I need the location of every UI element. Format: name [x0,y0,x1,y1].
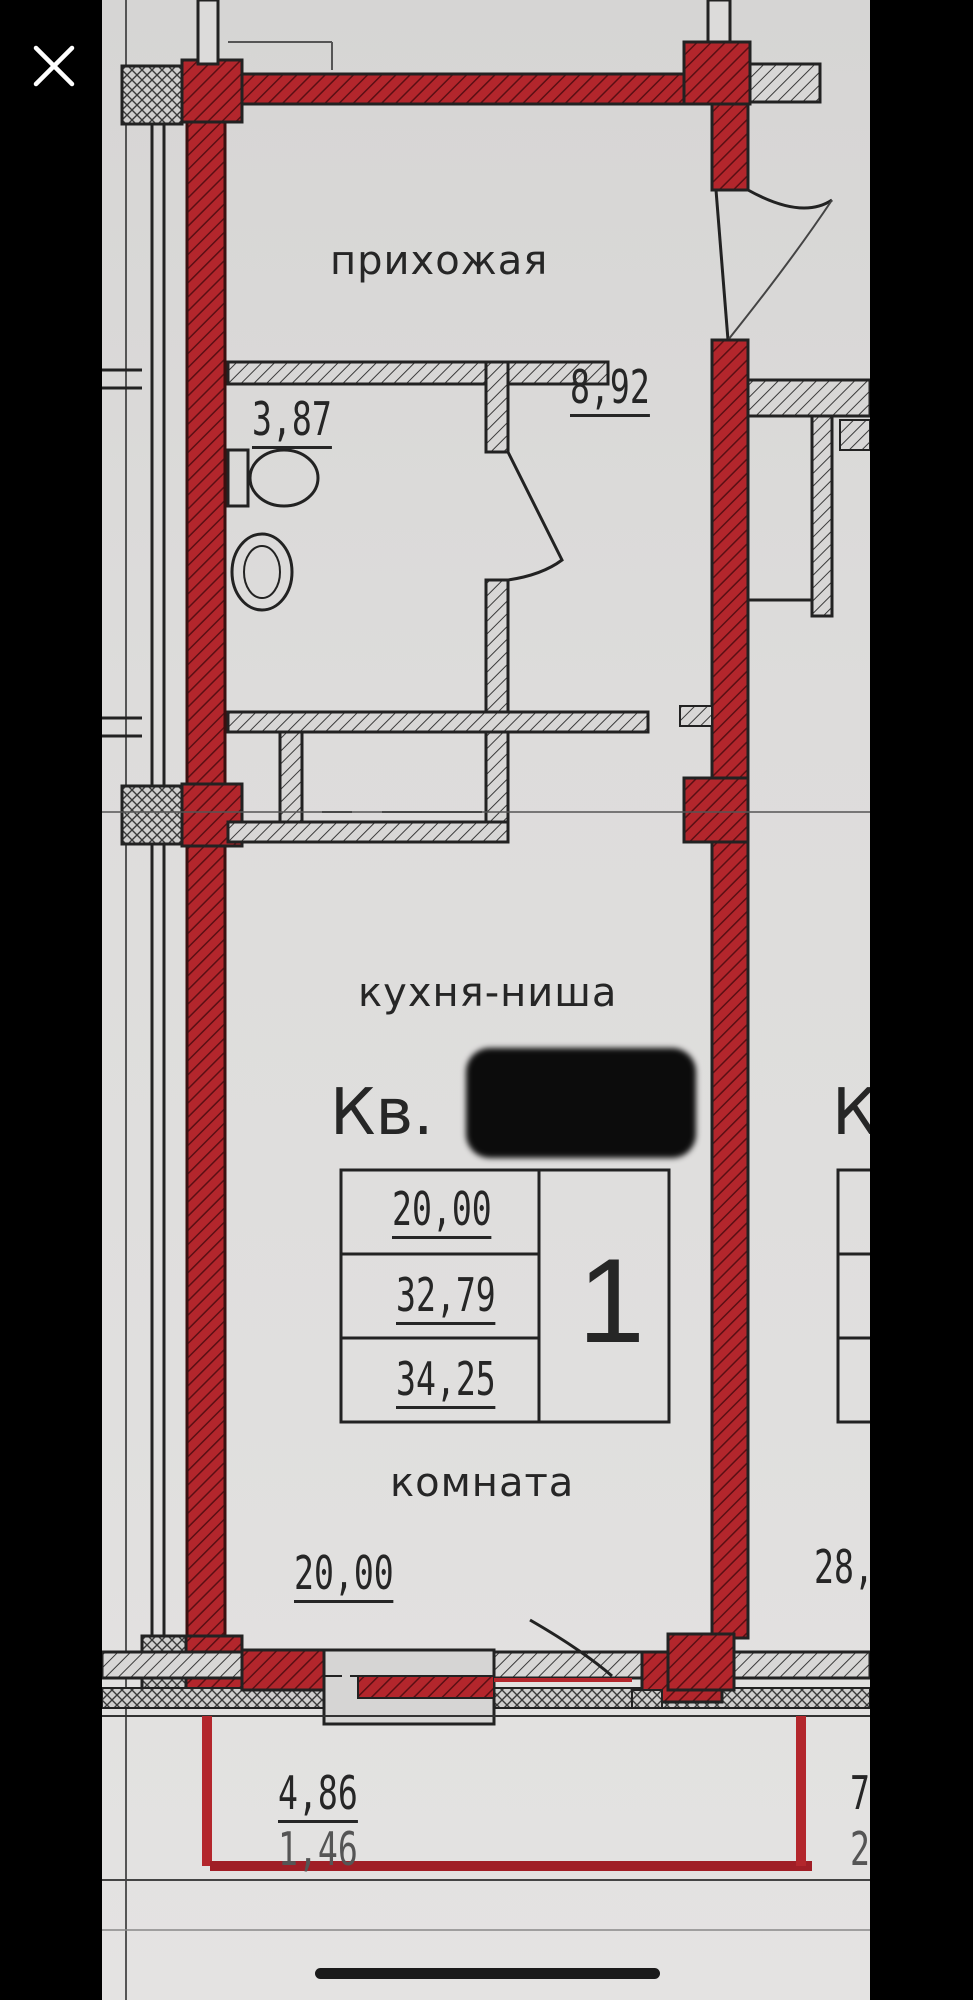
neighbor-room-area: 28, [814,1540,870,1594]
room-count: 1 [578,1234,645,1368]
neighbor-balcony-area: 7 [850,1766,870,1820]
hallway-area: 8,92 [570,360,650,417]
table-value-1: 20,00 [392,1182,492,1239]
room-label: комната [390,1460,575,1506]
bathroom-area: 3,87 [252,392,332,449]
redaction-mark [466,1048,696,1158]
hallway-label: прихожая [330,238,549,284]
room-area: 20,00 [294,1546,394,1603]
balcony-area-reduced: 1,46 [278,1822,358,1876]
balcony-area: 4,86 [278,1766,358,1823]
close-button[interactable] [22,34,86,98]
neighbor-balcony-area-reduced: 2 [850,1822,870,1876]
close-icon [33,45,75,87]
apartment-title: Кв. [330,1076,434,1150]
table-value-3: 34,25 [396,1352,496,1409]
home-indicator[interactable] [315,1968,660,1979]
floor-plan-photo: прихожая 8,92 3,87 кухня-ниша Кв. К 20,0… [102,0,870,2000]
table-value-2: 32,79 [396,1268,496,1325]
kitchen-label: кухня-ниша [358,970,618,1016]
neighbor-apartment-title: К [832,1076,870,1150]
floor-plan-drawing [102,0,870,2000]
